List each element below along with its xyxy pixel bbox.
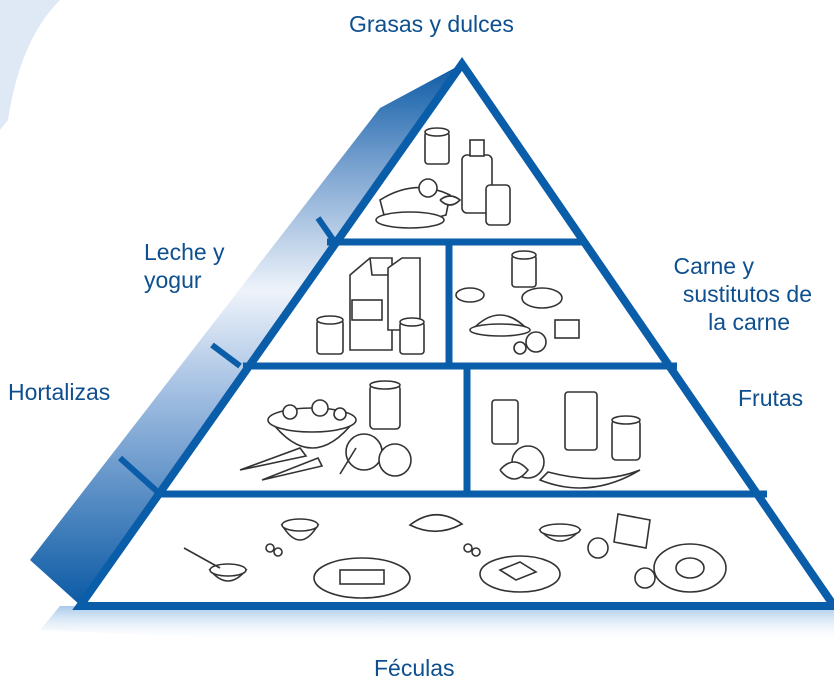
label-milk-yogurt-line1: Leche y	[144, 239, 225, 265]
vegetables-illustration	[239, 380, 412, 481]
label-vegetables: Hortalizas	[8, 379, 111, 405]
milk-illustration	[316, 257, 425, 355]
side-face-dividers	[117, 216, 337, 497]
corner-glow	[0, 0, 60, 130]
meat-illustration	[455, 250, 580, 355]
label-fruits: Frutas	[738, 385, 804, 411]
label-milk-yogurt: Leche y yogur	[144, 238, 225, 294]
tier-dividers	[159, 238, 767, 498]
label-fats-sweets: Grasas y dulces	[349, 11, 514, 37]
grains-illustration	[183, 513, 727, 599]
cell-dividers	[445, 242, 471, 494]
pyramid-side-face	[30, 64, 462, 605]
fats-sweets-illustration	[375, 127, 511, 229]
label-milk-yogurt-line2: yogur	[144, 267, 202, 293]
pyramid-shadow	[40, 606, 834, 644]
label-meat-line2: sustitutos de	[682, 281, 812, 307]
label-starches: Féculas	[374, 655, 455, 681]
label-meat-line3: la carne	[708, 309, 790, 335]
pyramid-front-face	[72, 56, 834, 610]
fruits-illustration	[491, 391, 641, 489]
label-meat-line1: Carne y	[673, 253, 754, 279]
label-meat-substitutes: Carne y sustitutos de la carne	[673, 252, 812, 336]
